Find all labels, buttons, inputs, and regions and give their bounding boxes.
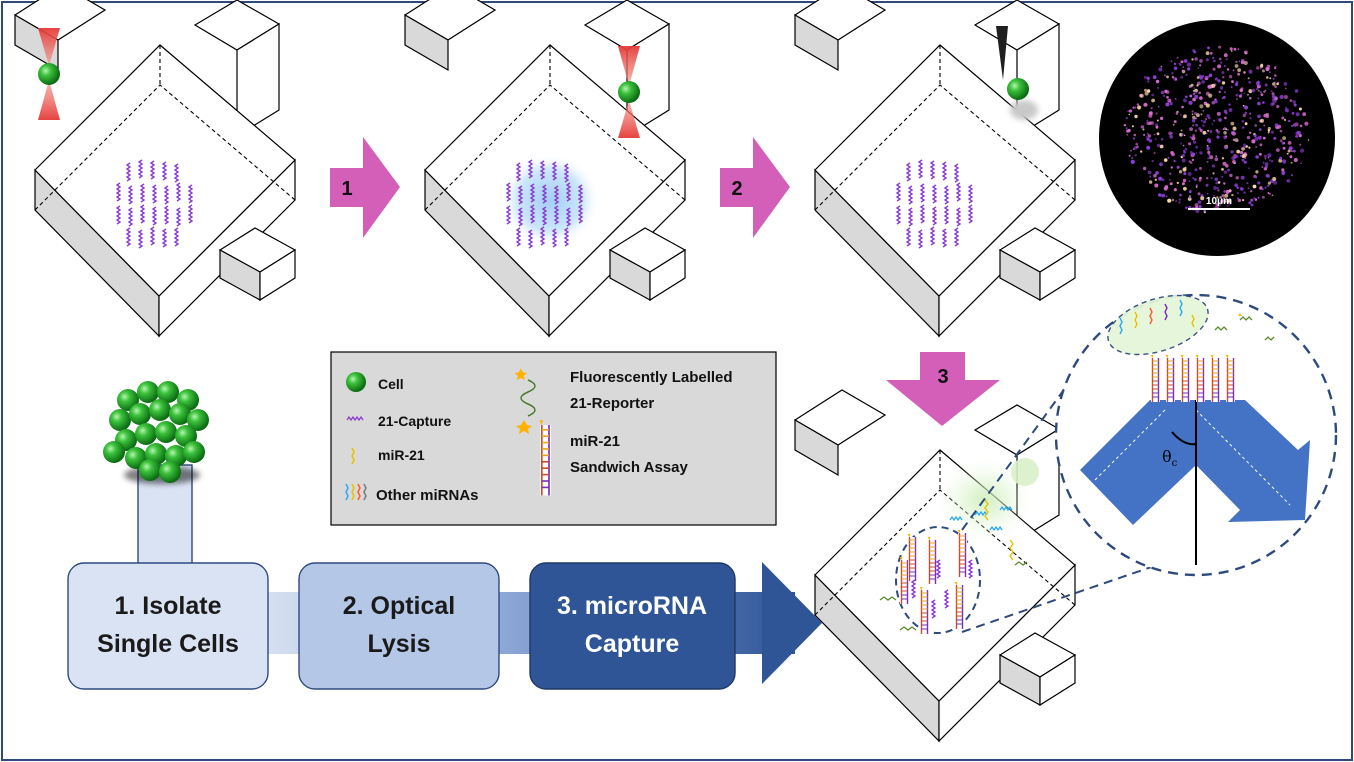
step-arrow-1-label: 1 (341, 178, 352, 200)
chip-stage-2 (404, 0, 686, 337)
cluster-cell (139, 459, 161, 481)
cluster-cell (155, 421, 177, 443)
step-arrow-1: 1 (330, 137, 400, 238)
critical-angle-label: θc (1162, 447, 1178, 469)
step-arrow-3: 3 (886, 352, 1000, 426)
cluster-cell (183, 441, 205, 463)
cell-icon (618, 81, 640, 103)
flow-box-capture-label-1: 3. microRNA (557, 592, 707, 620)
process-flow: 1. Isolate Single Cells 2. Optical Lysis… (67, 562, 822, 690)
cluster-cell (169, 403, 191, 425)
magnify-circle (895, 526, 981, 634)
legend-sandwich-icon (538, 419, 552, 497)
cluster-cell (157, 381, 179, 403)
cluster-cell (129, 403, 151, 425)
legend-reporter-label-1: Fluorescently Labelled (570, 369, 733, 386)
cell-icon (1007, 78, 1029, 100)
step-arrow-2-label: 2 (731, 178, 742, 200)
fluorescence-micrograph: 10μm (1099, 20, 1335, 256)
cell-icon (38, 63, 60, 85)
micropipette-icon (996, 26, 1008, 80)
flow-box-isolate-label-1: 1. Isolate (115, 592, 222, 620)
cell-cluster (103, 381, 209, 568)
legend-mir21-icon (351, 447, 355, 465)
legend-cell-label: Cell (378, 376, 404, 392)
legend-other-label: Other miRNAs (376, 487, 479, 504)
legend-reporter-icon (514, 368, 536, 417)
legend-mir21-label: miR-21 (378, 447, 425, 463)
cluster-cell (149, 399, 171, 421)
cluster-cell (103, 441, 125, 463)
legend-sandwich-label-2: Sandwich Assay (570, 459, 688, 476)
flow-box-isolate-label-2: Single Cells (97, 630, 239, 658)
cluster-cell (135, 423, 157, 445)
legend-sandwich-label-1: miR-21 (570, 433, 620, 450)
scale-bar-label: 10μm (1206, 196, 1232, 207)
flow-box-lysis-label-2: Lysis (367, 630, 430, 658)
cluster-cell (187, 409, 209, 431)
legend: Cell 21-Capture miR-21 Other miRNAs Fluo… (330, 351, 777, 526)
flow-box-lysis-label-1: 2. Optical (343, 592, 456, 620)
laser-beam-icon (618, 46, 640, 138)
flow-box-capture-label-2: Capture (585, 630, 680, 658)
legend-other-mirnas-icon (345, 483, 367, 501)
flow-box-capture (529, 562, 736, 690)
cluster-cell (159, 461, 181, 483)
captured-duplexes (879, 499, 1028, 635)
step-arrow-2: 2 (720, 137, 790, 238)
laser-beam-icon (38, 28, 60, 120)
step-arrow-3-label: 3 (937, 366, 948, 388)
flow-box-isolate (67, 562, 269, 690)
cluster-cell (109, 409, 131, 431)
legend-capture-label: 21-Capture (378, 413, 451, 429)
cluster-cell (137, 381, 159, 403)
flow-box-lysis (298, 562, 500, 690)
tir-inset: θc (1054, 293, 1338, 577)
legend-reporter-label-2: 21-Reporter (570, 395, 654, 412)
legend-cell-icon (346, 372, 366, 392)
